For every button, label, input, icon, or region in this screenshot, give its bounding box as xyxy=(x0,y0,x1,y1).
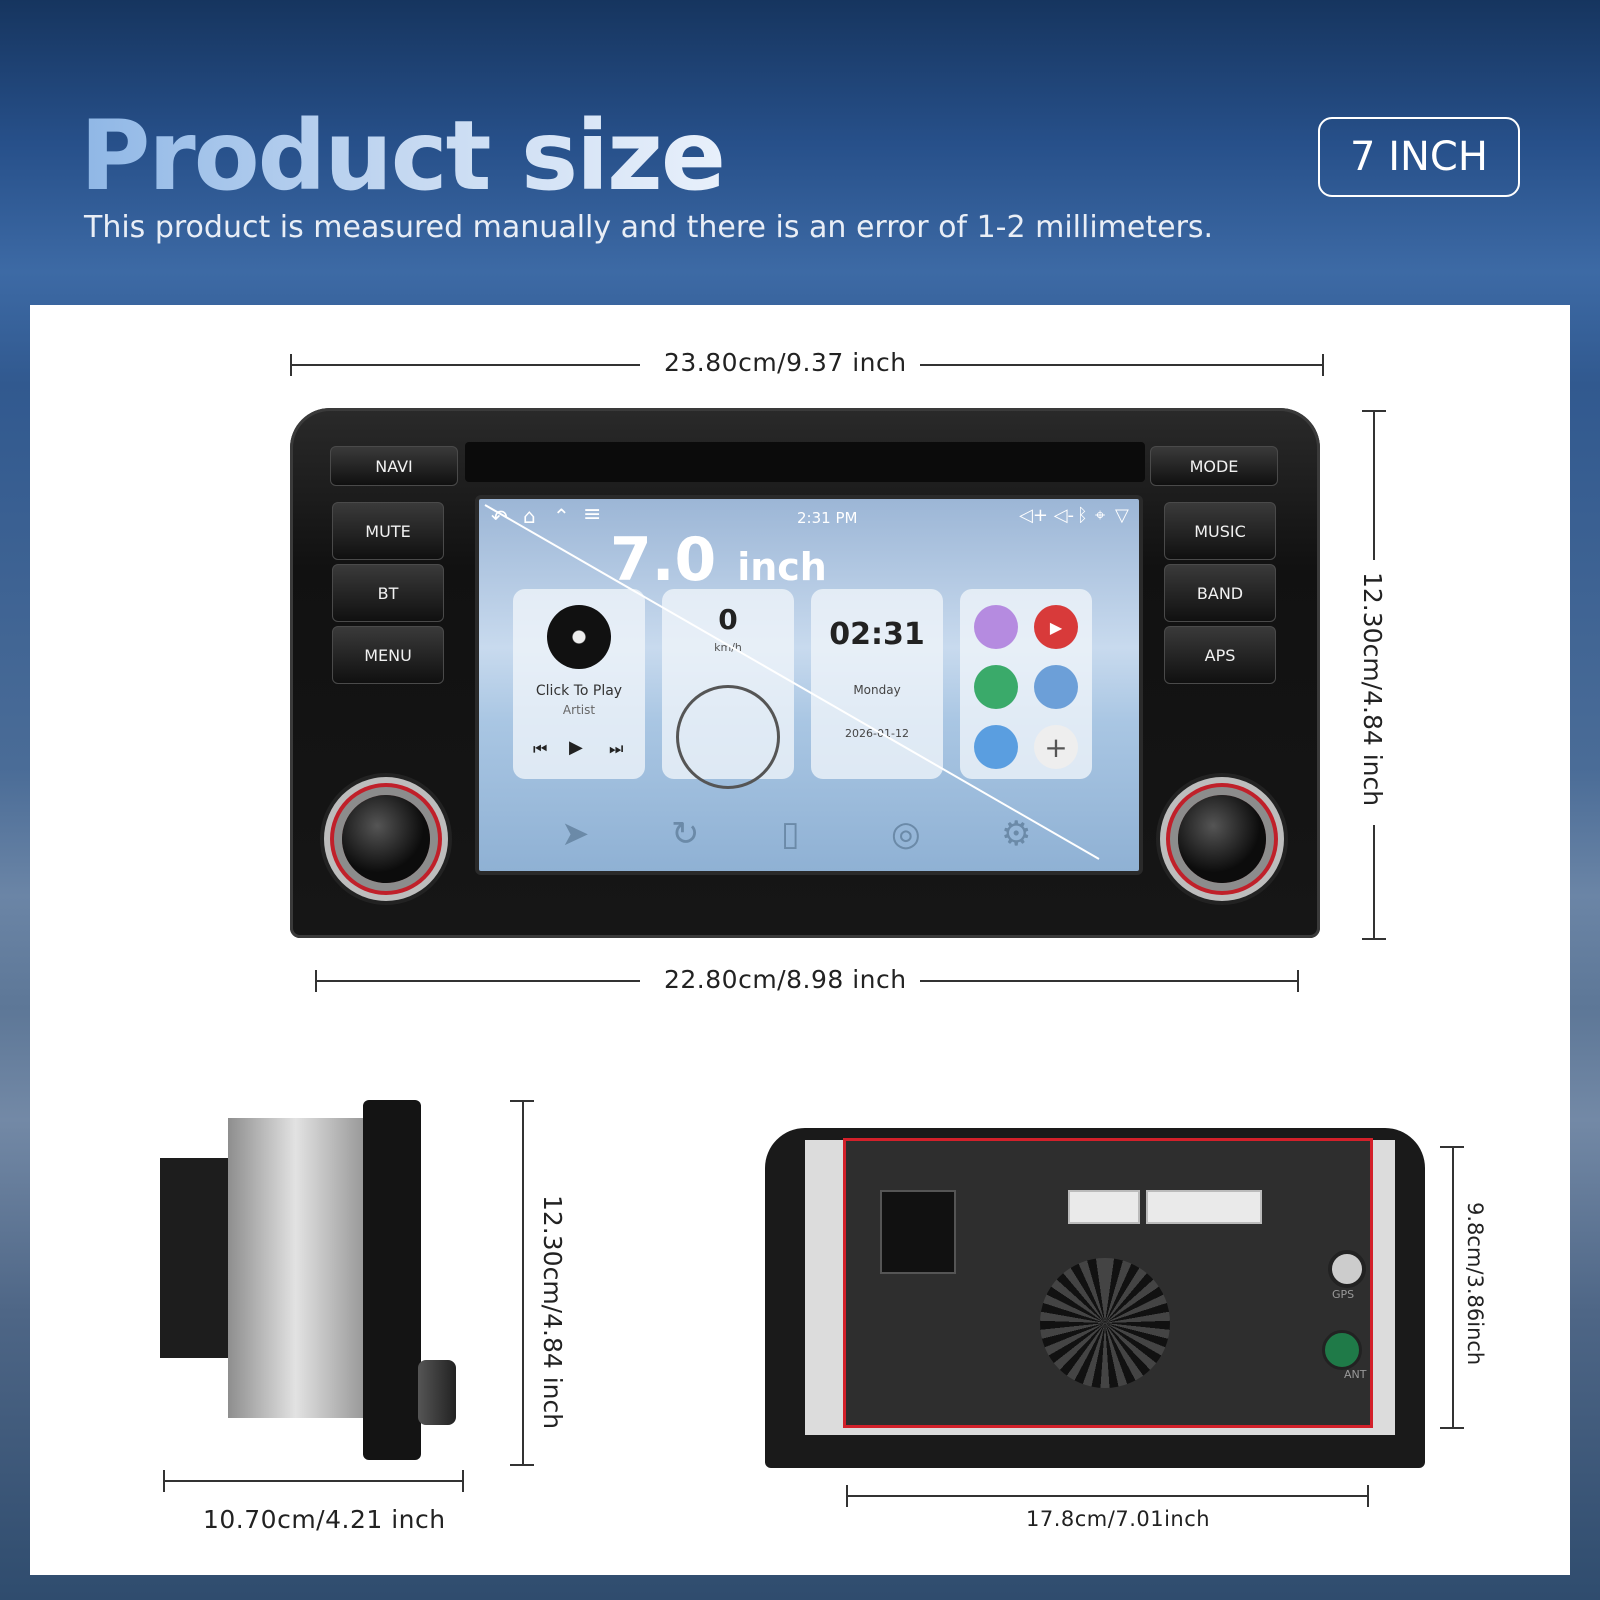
bottom-width-tick-left xyxy=(315,970,317,992)
side-depth-label: 10.70cm/4.21 inch xyxy=(203,1505,446,1534)
youtube-icon[interactable]: ▶ xyxy=(1034,605,1078,649)
back-width-tick-left xyxy=(846,1485,848,1507)
music-button[interactable]: MUSIC xyxy=(1164,502,1276,560)
gps-port xyxy=(1328,1250,1366,1288)
top-width-line-right xyxy=(920,364,1323,366)
back-width-line xyxy=(846,1495,1368,1497)
left-volume-knob[interactable] xyxy=(342,795,430,883)
page-subtitle: This product is measured manually and th… xyxy=(84,210,1214,245)
speed-unit: km/h xyxy=(714,641,742,654)
gps-label: GPS xyxy=(1332,1288,1355,1301)
music-title: Click To Play xyxy=(535,683,623,699)
clock-value: 02:31 xyxy=(829,617,925,652)
front-height-tick-bottom xyxy=(1362,938,1386,940)
right-tune-knob[interactable] xyxy=(1178,795,1266,883)
settings-icon[interactable]: ⚙ xyxy=(1001,814,1032,854)
side-metal-chassis xyxy=(228,1118,363,1418)
bt-button[interactable]: BT xyxy=(332,564,444,622)
expand-icon[interactable]: ⌃ xyxy=(553,504,570,528)
clock-date: 2026-01-12 xyxy=(845,727,909,740)
side-depth-tick-right xyxy=(462,1470,464,1492)
page-title: Product size xyxy=(80,100,726,212)
harness-connector-2 xyxy=(1146,1190,1262,1224)
side-height-tick-top xyxy=(510,1100,534,1102)
music-artist: Artist xyxy=(562,703,596,717)
power-connector xyxy=(880,1190,956,1274)
back-width-tick-right xyxy=(1367,1485,1369,1507)
speed-value: 0 xyxy=(718,603,738,636)
back-height-line xyxy=(1452,1146,1454,1428)
carplay-icon[interactable]: ↻ xyxy=(671,814,700,854)
screen-diagonal-line xyxy=(484,504,1100,860)
car-icon[interactable] xyxy=(1034,665,1078,709)
top-width-line-left xyxy=(290,364,640,366)
wifi-icon: ▽ xyxy=(1115,505,1129,526)
side-height-tick-bottom xyxy=(510,1464,534,1466)
status-time: 2:31 PM xyxy=(797,509,858,527)
bottom-width-line-right xyxy=(920,980,1298,982)
screen-size-label: 7.0 inch xyxy=(610,525,827,595)
bottom-width-line-left xyxy=(315,980,640,982)
music-card[interactable]: Click To Play Artist ⏮ ▶ ⏭ xyxy=(513,589,645,779)
front-height-line-bottom xyxy=(1373,825,1375,940)
top-width-tick-left xyxy=(290,354,292,376)
phone-link-icon[interactable]: ▯ xyxy=(781,814,800,854)
volume-icon[interactable]: ◁+ ◁- xyxy=(1019,505,1074,526)
cooling-fan xyxy=(1040,1258,1170,1388)
mute-button[interactable]: MUTE xyxy=(332,502,444,560)
clock-day: Monday xyxy=(853,683,901,697)
status-bar: ↶ ⌂ ⌃ ≡ 2:31 PM ◁+ ◁- ᛒ ⌖ ▽ xyxy=(479,499,1139,533)
side-height-label: 12.30cm/4.84 inch xyxy=(538,1195,567,1430)
mode-button[interactable]: MODE xyxy=(1150,446,1278,486)
bluetooth-icon: ᛒ xyxy=(1077,505,1088,526)
side-depth-line xyxy=(163,1480,463,1482)
menu-button[interactable]: MENU xyxy=(332,626,444,684)
side-depth-tick-left xyxy=(163,1470,165,1492)
navi-button[interactable]: NAVI xyxy=(330,446,458,486)
touch-screen[interactable]: ↶ ⌂ ⌃ ≡ 2:31 PM ◁+ ◁- ᛒ ⌖ ▽ Click To Pla… xyxy=(475,495,1143,875)
side-connector-block xyxy=(160,1158,235,1358)
equalizer-icon[interactable] xyxy=(974,665,1018,709)
play-icon[interactable]: ▶ xyxy=(569,737,583,758)
screen-size-value: 7.0 xyxy=(610,525,717,595)
back-height-label: 9.8cm/3.86inch xyxy=(1463,1202,1487,1366)
radio-icon[interactable] xyxy=(974,725,1018,769)
front-height-label: 12.30cm/4.84 inch xyxy=(1358,572,1387,807)
add-app-icon[interactable]: + xyxy=(1034,725,1078,769)
bottom-width-label: 22.80cm/8.98 inch xyxy=(664,965,907,994)
side-height-line xyxy=(522,1100,524,1465)
aps-button[interactable]: APS xyxy=(1164,626,1276,684)
harness-connector-1 xyxy=(1068,1190,1140,1224)
screen-size-unit: inch xyxy=(737,545,827,589)
speedometer-gauge xyxy=(676,685,780,789)
side-knob xyxy=(418,1360,456,1425)
top-width-label: 23.80cm/9.37 inch xyxy=(664,348,907,377)
video-icon[interactable]: ◎ xyxy=(891,814,921,854)
prev-track-icon[interactable]: ⏮ xyxy=(533,739,548,758)
vinyl-icon xyxy=(547,605,611,669)
front-height-line-top xyxy=(1373,410,1375,560)
back-width-label: 17.8cm/7.01inch xyxy=(1026,1507,1211,1531)
next-track-icon[interactable]: ⏭ xyxy=(609,739,624,758)
location-icon: ⌖ xyxy=(1095,505,1106,526)
size-badge: 7 INCH xyxy=(1318,117,1520,197)
navigation-icon[interactable]: ➤ xyxy=(561,814,590,854)
side-front-bezel xyxy=(363,1100,421,1460)
disc-slot xyxy=(465,442,1145,482)
back-height-tick-bottom xyxy=(1440,1427,1464,1429)
band-button[interactable]: BAND xyxy=(1164,564,1276,622)
apps-card[interactable]: ▶ + xyxy=(960,589,1092,779)
menu-icon[interactable]: ≡ xyxy=(583,502,602,527)
ant-label: ANT xyxy=(1344,1368,1367,1381)
front-height-tick-top xyxy=(1362,410,1386,412)
bottom-width-tick-right xyxy=(1297,970,1299,992)
ant-port xyxy=(1322,1330,1362,1370)
app-gallery-icon[interactable] xyxy=(974,605,1018,649)
clock-card[interactable]: 02:31 Monday 2026-01-12 xyxy=(811,589,943,779)
home-icon[interactable]: ⌂ xyxy=(523,504,536,528)
top-width-tick-right xyxy=(1322,354,1324,376)
back-height-tick-top xyxy=(1440,1146,1464,1148)
